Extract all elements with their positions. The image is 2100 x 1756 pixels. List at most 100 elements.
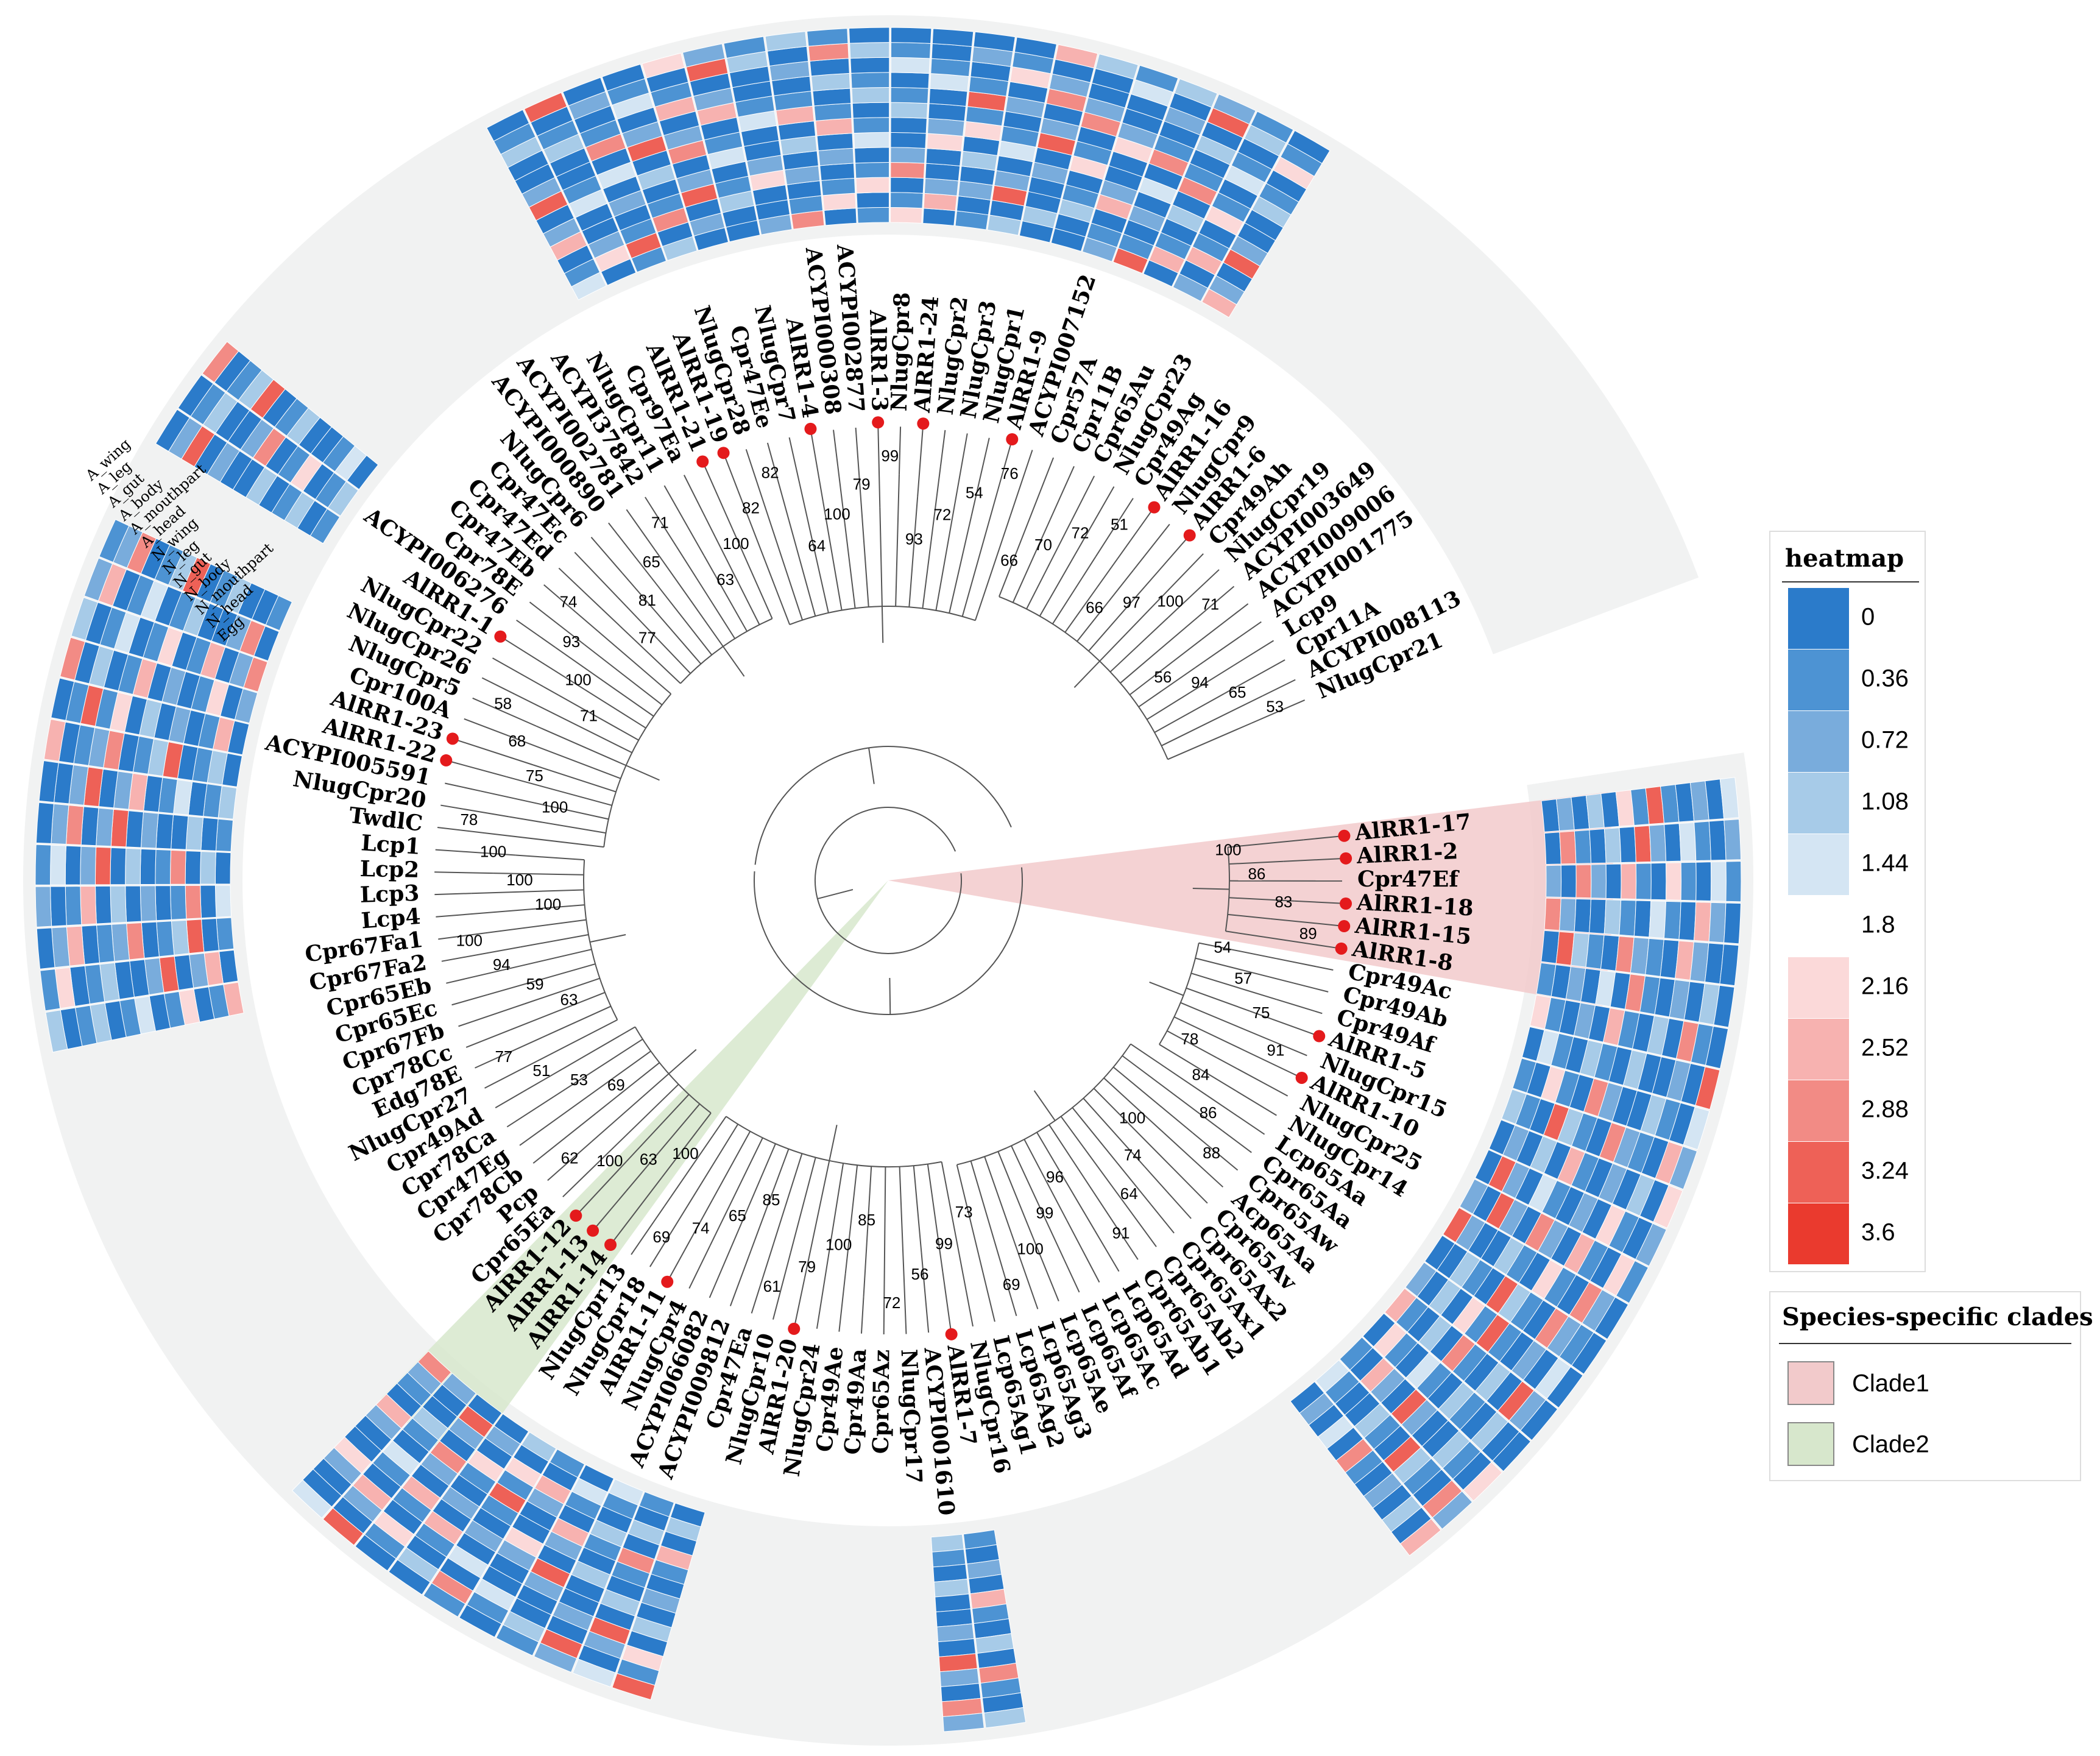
heatmap-cell	[126, 922, 145, 960]
heatmap-cell	[1695, 862, 1712, 902]
clade-legend-label: Clade1	[1852, 1370, 1929, 1397]
tip-branch	[1063, 1258, 1080, 1293]
red-dot-marker	[917, 417, 930, 430]
heatmap-cell	[155, 813, 174, 849]
tip-branch	[1150, 1204, 1175, 1234]
heatmap-legend-swatch	[1788, 1203, 1849, 1264]
red-dot-marker	[661, 1275, 674, 1288]
tip-branch	[1089, 486, 1115, 528]
heatmap-cell	[1705, 1025, 1729, 1069]
bootstrap-value: 63	[640, 1150, 657, 1168]
heatmap-cell	[1546, 1366, 1583, 1409]
tip-branch	[1250, 971, 1329, 993]
heatmap-cell	[1649, 824, 1667, 862]
tip-connector	[508, 735, 621, 779]
bootstrap-value: 56	[1154, 668, 1172, 686]
tip-branch	[472, 697, 537, 727]
bootstrap-value: 64	[808, 536, 826, 554]
bootstrap-value: 65	[729, 1206, 746, 1225]
tip-connector	[520, 934, 589, 948]
tip-branch	[451, 994, 487, 1006]
tip-branch	[441, 946, 521, 962]
red-dot-marker	[1340, 852, 1352, 865]
heatmap-cell	[495, 1624, 539, 1657]
heatmap-legend-tick: 2.16	[1861, 973, 1909, 1000]
heatmap-cell	[855, 177, 890, 194]
heatmap-cell	[1680, 862, 1697, 901]
tip-branch	[562, 1170, 590, 1198]
tip-connector	[647, 539, 724, 647]
heatmap-cell	[932, 1549, 966, 1568]
tip-connector	[509, 816, 606, 834]
tip-branch	[1192, 1132, 1239, 1171]
heatmap-cells	[35, 27, 1742, 1732]
heatmap-legend-swatch	[1788, 957, 1849, 1018]
stem-branch	[1033, 1090, 1056, 1121]
tip-branch	[1251, 699, 1306, 724]
tip-branch	[1201, 603, 1249, 640]
tip-branch	[1170, 553, 1204, 589]
heatmap-cell	[125, 848, 141, 885]
tip-branch	[921, 1252, 930, 1333]
tip-connector	[1229, 860, 1284, 865]
tip-branch	[645, 497, 677, 547]
heatmap-cell	[852, 102, 890, 119]
tip-connector	[1099, 587, 1171, 662]
tip-branch	[917, 428, 924, 497]
heatmap-cell	[942, 1713, 985, 1732]
tip-connector	[621, 572, 702, 665]
heatmap-legend-tick: 1.08	[1861, 788, 1909, 815]
clade-legend-swatch	[1787, 1422, 1834, 1466]
bootstrap-value: 100	[596, 1152, 623, 1170]
red-dot-marker	[1335, 942, 1348, 955]
heatmap-cell	[819, 163, 855, 181]
heatmap-cell	[155, 885, 172, 921]
tip-connector	[844, 1165, 858, 1274]
heatmap-cell	[922, 208, 956, 226]
clade2-wedge	[381, 880, 888, 1468]
tip-connector	[709, 1137, 763, 1246]
tip-connector	[626, 1094, 690, 1163]
heatmap-cell	[200, 851, 216, 885]
bootstrap-value: 65	[643, 553, 660, 571]
heatmap-cell	[812, 88, 852, 107]
tip-connector	[557, 1050, 651, 1119]
heatmap-cell	[1635, 1223, 1667, 1267]
bootstrap-value: 53	[570, 1071, 588, 1089]
tip-branch	[529, 601, 585, 645]
leaf-label: Lcp2	[359, 856, 419, 883]
tip-branch	[1232, 640, 1274, 667]
tip-connector	[480, 790, 609, 820]
heatmap-cell	[890, 177, 924, 194]
tip-branch	[745, 449, 765, 505]
tip-branch	[450, 760, 507, 777]
tip-connector	[1039, 527, 1091, 617]
heatmap-cell	[890, 42, 932, 59]
tip-branch	[543, 584, 572, 609]
tip-connector	[506, 776, 612, 806]
tip-branch	[877, 427, 881, 508]
stem-branch	[668, 1049, 697, 1074]
bootstrap-value: 93	[562, 632, 580, 651]
tip-connector	[705, 517, 760, 625]
tip-branch	[435, 849, 516, 856]
heatmap-cell	[125, 885, 142, 922]
tip-connector	[961, 489, 999, 617]
tip-connector	[970, 1161, 1004, 1271]
heatmap-cell	[110, 809, 129, 848]
bootstrap-value: 100	[506, 871, 532, 889]
heatmap-cell	[1725, 861, 1742, 902]
tip-connector	[1167, 1030, 1217, 1058]
tip-branch	[437, 826, 485, 834]
red-dot-marker	[1295, 1071, 1308, 1084]
tip-branch	[1066, 1220, 1100, 1283]
tip-branch	[688, 1245, 711, 1289]
heatmap-cell	[929, 73, 969, 92]
tip-connector	[1112, 1066, 1193, 1133]
bootstrap-value: 86	[1200, 1103, 1217, 1122]
heatmap-cell	[890, 117, 927, 134]
heatmap-legend-tick: 2.88	[1861, 1096, 1909, 1123]
tip-branch	[810, 433, 824, 502]
heatmap-cell	[853, 132, 890, 149]
heatmap-cell	[99, 519, 130, 563]
